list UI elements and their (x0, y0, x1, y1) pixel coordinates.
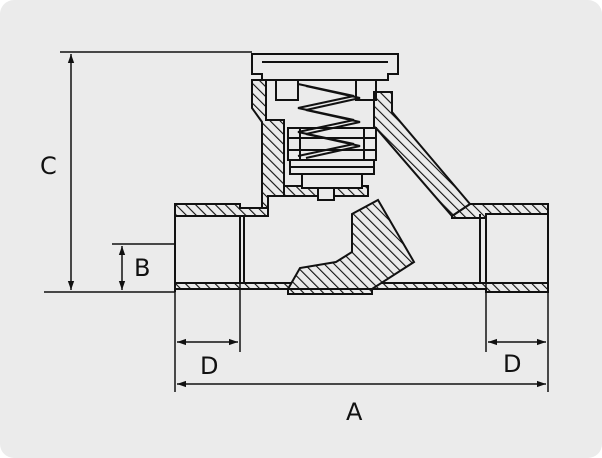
valve-cap (251, 53, 399, 101)
socket-bores (174, 204, 549, 292)
dim-label-a: A (346, 398, 363, 426)
dim-label-d-left: D (200, 352, 218, 380)
extension-lines (44, 51, 549, 392)
dim-label-c: C (40, 152, 57, 180)
valve-body-section (174, 79, 549, 295)
spring-piston (287, 83, 377, 201)
dim-label-d-right: D (503, 350, 521, 378)
dim-label-b: B (134, 254, 150, 282)
dimension-lines (67, 54, 546, 388)
